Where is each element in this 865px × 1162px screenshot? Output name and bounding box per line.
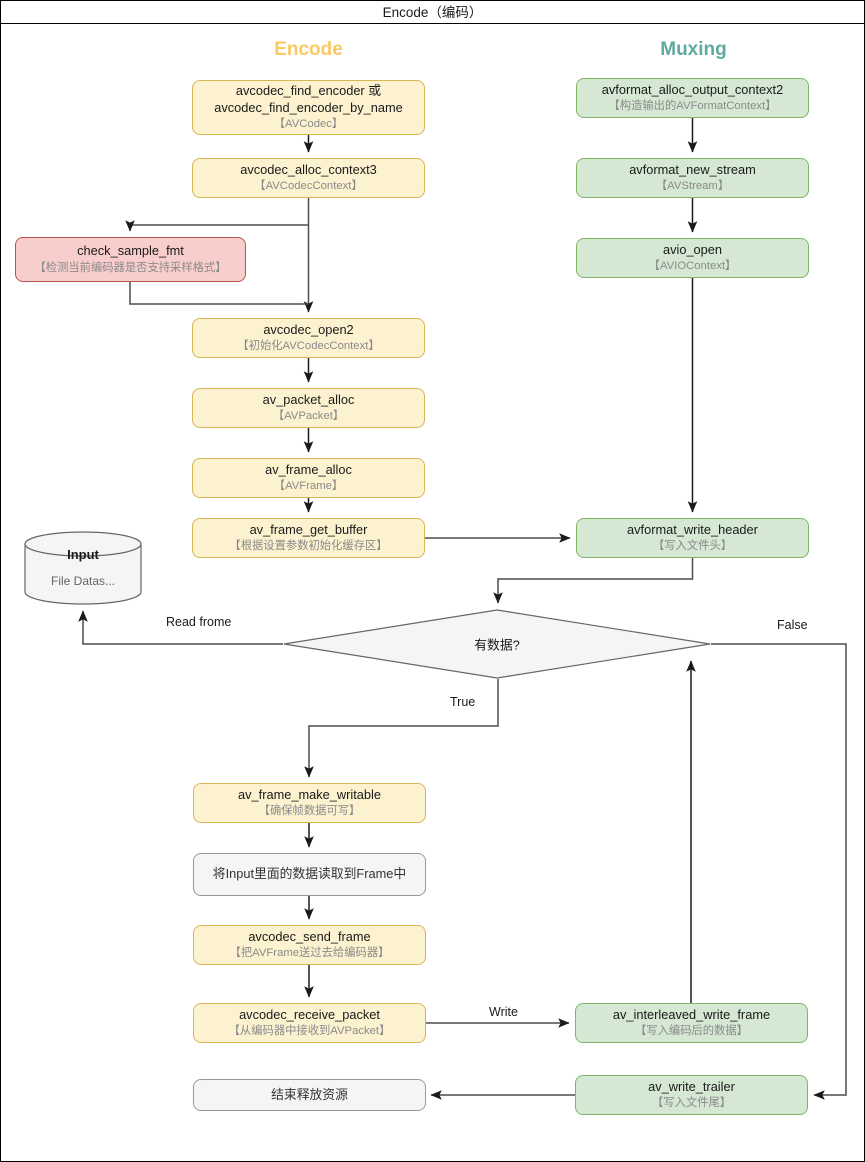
node-title: av_packet_alloc <box>262 391 355 407</box>
node-av-write-trailer[interactable]: av_write_trailer 【写入文件尾】 <box>575 1075 808 1115</box>
edge-writeheader-to-decision <box>493 558 694 604</box>
lane-header-encode: Encode <box>211 39 406 61</box>
node-title: avcodec_send_frame <box>248 928 371 944</box>
node-check-sample-fmt[interactable]: check_sample_fmt 【检测当前编码器是否支持采样格式】 <box>15 237 246 282</box>
node-title: avcodec_alloc_context3 <box>240 161 377 177</box>
node-avcodec-find-encoder[interactable]: avcodec_find_encoder 或 avcodec_find_enco… <box>192 80 425 135</box>
node-subtitle: 【AVIOContext】 <box>648 260 737 273</box>
node-subtitle: 【写入文件尾】 <box>651 1097 732 1110</box>
edge-alloc-to-checkfmt <box>125 220 309 232</box>
node-title: 将Input里面的数据读取到Frame中 <box>212 866 407 882</box>
node-title-line2: avcodec_find_encoder_by_name <box>214 99 403 115</box>
node-title: avformat_new_stream <box>629 161 756 177</box>
node-title: av_frame_alloc <box>265 461 352 477</box>
lane-label-encode: Encode <box>274 39 343 60</box>
node-title: avformat_write_header <box>627 521 758 537</box>
edge-checkfmt-back <box>129 282 309 305</box>
decision-shape <box>283 609 711 679</box>
node-av-frame-get-buffer[interactable]: av_frame_get_buffer 【根据设置参数初始化缓存区】 <box>192 518 425 558</box>
node-read-input-into-frame[interactable]: 将Input里面的数据读取到Frame中 <box>193 853 426 896</box>
node-av-packet-alloc[interactable]: av_packet_alloc 【AVPacket】 <box>192 388 425 428</box>
edge-label-true: True <box>450 695 476 709</box>
node-av-frame-make-writable[interactable]: av_frame_make_writable 【确保帧数据可写】 <box>193 783 426 823</box>
node-title: avcodec_find_encoder 或 <box>235 82 382 98</box>
node-avio-open[interactable]: avio_open 【AVIOContext】 <box>576 238 809 278</box>
node-avcodec-open2[interactable]: avcodec_open2 【初始化AVCodecContext】 <box>192 318 425 358</box>
node-subtitle: 【AVPacket】 <box>272 410 345 423</box>
node-title: check_sample_fmt <box>77 243 184 259</box>
datastore-subtitle: File Datas... <box>50 574 116 588</box>
node-subtitle: 【确保帧数据可写】 <box>258 805 361 818</box>
edge-label-false: False <box>777 618 808 632</box>
node-title: av_interleaved_write_frame <box>612 1006 771 1022</box>
node-subtitle: 【写入文件头】 <box>652 540 733 553</box>
datastore-input[interactable]: Input File Datas... <box>24 531 142 605</box>
node-subtitle: 【构造输出的AVFormatContext】 <box>608 100 777 113</box>
datastore-title: Input <box>67 547 99 562</box>
decision-label: 有数据? <box>474 637 520 653</box>
node-avcodec-receive-packet[interactable]: avcodec_receive_packet 【从编码器中接收到AVPacket… <box>193 1003 426 1043</box>
node-subtitle: 【从编码器中接收到AVPacket】 <box>228 1025 391 1038</box>
cylinder-shape <box>24 531 142 605</box>
node-av-interleaved-write-frame[interactable]: av_interleaved_write_frame 【写入编码后的数据】 <box>575 1003 808 1043</box>
node-subtitle: 【初始化AVCodecContext】 <box>237 340 380 353</box>
node-subtitle: 【根据设置参数初始化缓存区】 <box>229 540 388 553</box>
node-avformat-new-stream[interactable]: avformat_new_stream 【AVStream】 <box>576 158 809 198</box>
node-avcodec-alloc-context3[interactable]: avcodec_alloc_context3 【AVCodecContext】 <box>192 158 425 198</box>
decision-has-data[interactable]: 有数据? <box>283 609 711 679</box>
node-title: avcodec_receive_packet <box>239 1006 380 1022</box>
node-release-resources[interactable]: 结束释放资源 <box>193 1079 426 1111</box>
node-subtitle: 【AVCodecContext】 <box>254 180 363 193</box>
lane-label-muxing: Muxing <box>660 39 727 60</box>
node-avformat-alloc-output-context2[interactable]: avformat_alloc_output_context2 【构造输出的AVF… <box>576 78 809 118</box>
node-title: avformat_alloc_output_context2 <box>601 81 784 97</box>
node-title: av_frame_make_writable <box>238 786 381 802</box>
node-title: 结束释放资源 <box>271 1086 348 1102</box>
node-av-frame-alloc[interactable]: av_frame_alloc 【AVFrame】 <box>192 458 425 498</box>
node-subtitle: 【AVFrame】 <box>273 480 344 493</box>
node-title: av_write_trailer <box>648 1078 735 1094</box>
node-subtitle: 【检测当前编码器是否支持采样格式】 <box>34 261 227 274</box>
node-subtitle: 【写入编码后的数据】 <box>635 1025 748 1038</box>
node-avcodec-send-frame[interactable]: avcodec_send_frame 【把AVFrame送过去给编码器】 <box>193 925 426 965</box>
node-avformat-write-header[interactable]: avformat_write_header 【写入文件头】 <box>576 518 809 558</box>
edge-decision-true <box>304 679 499 778</box>
node-subtitle: 【AVCodec】 <box>273 118 344 131</box>
diagram-title: Encode（编码） <box>1 1 864 24</box>
lane-header-muxing: Muxing <box>596 39 791 61</box>
node-title: avcodec_open2 <box>263 321 354 337</box>
node-subtitle: 【AVStream】 <box>655 180 730 193</box>
node-title: avio_open <box>662 241 723 257</box>
edge-label-read-frome: Read frome <box>166 615 232 629</box>
node-subtitle: 【把AVFrame送过去给编码器】 <box>229 947 390 960</box>
edge-label-write: Write <box>489 1005 518 1019</box>
node-title: av_frame_get_buffer <box>249 521 368 537</box>
